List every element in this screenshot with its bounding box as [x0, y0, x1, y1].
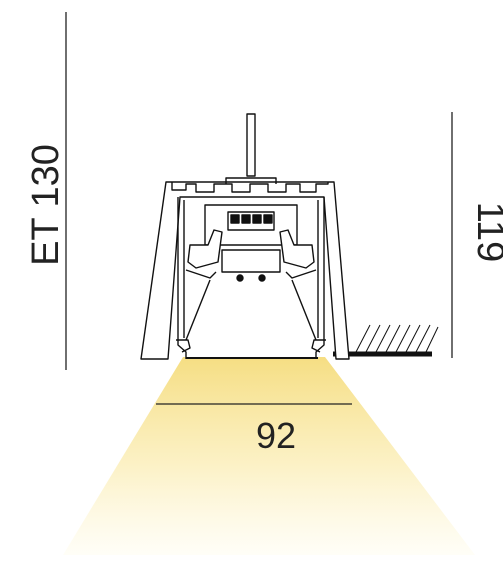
- ceiling-hatch-icon: [333, 324, 439, 357]
- fixture-profile-icon: [140, 113, 350, 360]
- dimension-label-height-et130: ET 130: [25, 144, 67, 266]
- dimension-label-width-92: 92: [256, 415, 297, 456]
- dimension-label-height-119: 119: [469, 201, 503, 263]
- light-beam: [63, 357, 475, 555]
